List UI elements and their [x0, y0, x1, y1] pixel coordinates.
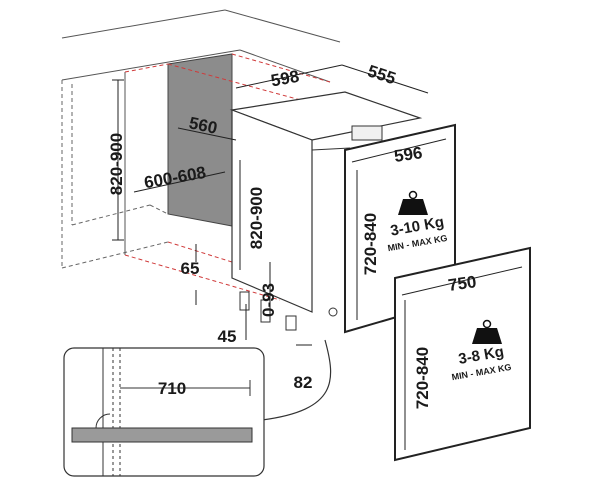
detail-content	[71, 348, 253, 476]
niche-back-wall	[167, 53, 233, 227]
label-detail-width: 710	[158, 379, 186, 398]
left-cabinet	[61, 80, 169, 269]
feet	[239, 291, 338, 331]
label-panel2-height: 720-840	[413, 347, 432, 409]
dishwasher-body	[229, 91, 423, 313]
label-niche-height: 820-900	[107, 133, 126, 195]
countertop	[61, 9, 341, 83]
label-plinth-offset: 82	[294, 373, 313, 392]
label-adjustable-feet: 0-93	[259, 283, 278, 317]
label-appliance-width: 598	[269, 67, 300, 91]
front-edge	[311, 147, 351, 151]
label-appliance-depth: 555	[365, 61, 398, 88]
front-panel-2	[394, 246, 531, 462]
label-panel1-height: 720-840	[361, 213, 380, 275]
weight-icon-2	[472, 319, 502, 344]
control-panel	[351, 125, 383, 141]
label-foot-height: 65	[181, 259, 200, 278]
label-panel1-width: 596	[393, 143, 424, 166]
dimension-lines	[112, 64, 523, 450]
niche-red-guides	[124, 53, 331, 301]
weight-icon-1	[398, 190, 428, 215]
label-foot-inset: 45	[218, 327, 237, 346]
detail-inset	[63, 347, 265, 477]
label-appliance-height: 820-900	[247, 187, 266, 249]
detail-connector	[261, 339, 332, 421]
label-panel2-width: 750	[447, 272, 478, 295]
